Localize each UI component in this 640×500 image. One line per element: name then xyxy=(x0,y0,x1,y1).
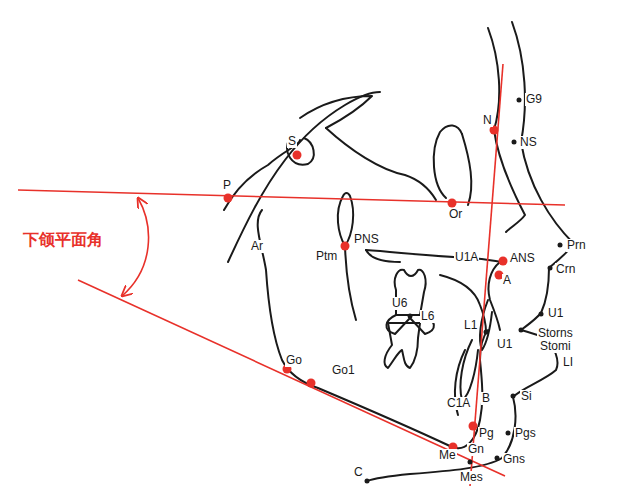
landmark-label: Ar xyxy=(250,240,264,253)
landmark-label: LI xyxy=(562,356,574,369)
landmark-label: U1 xyxy=(496,338,513,351)
landmark-label: Go1 xyxy=(331,364,356,377)
landmark-label: Stomi xyxy=(539,340,572,353)
landmark-label: Storns xyxy=(537,327,574,340)
landmark-label: L6 xyxy=(420,310,435,323)
landmark-label: C xyxy=(353,466,364,479)
landmark-label: Mes xyxy=(459,471,484,484)
landmark-label: U1A xyxy=(454,251,479,264)
landmark-label: Crn xyxy=(555,263,576,276)
landmark-label: A xyxy=(502,274,512,287)
landmark-label: C1A xyxy=(446,397,471,410)
landmark-label: Go xyxy=(285,354,303,367)
landmark-label: S xyxy=(287,135,297,148)
landmark-label: Prn xyxy=(566,239,587,252)
landmark-label: Gns xyxy=(502,453,526,466)
landmark-label: Or xyxy=(448,208,463,221)
landmark-label: Me xyxy=(438,449,457,462)
landmark-label: ANS xyxy=(509,252,536,265)
landmark-label: PNS xyxy=(353,233,380,246)
landmark-label: U1 xyxy=(547,307,564,320)
landmark-label: Gn xyxy=(467,443,485,456)
angle-title: 下颌平面角 xyxy=(22,231,104,249)
landmark-label: P xyxy=(222,179,232,192)
landmark-label: G9 xyxy=(525,93,543,106)
landmark-label: N xyxy=(482,114,493,127)
landmark-label: NS xyxy=(519,136,538,149)
landmark-label: U6 xyxy=(391,297,408,310)
landmark-label: Ptm xyxy=(315,250,338,263)
landmark-label: Pgs xyxy=(514,427,537,440)
landmark-label: Pg xyxy=(478,427,495,440)
landmark-label: L1 xyxy=(463,319,478,332)
landmark-label: B xyxy=(481,392,491,405)
landmark-label: Si xyxy=(520,390,533,403)
